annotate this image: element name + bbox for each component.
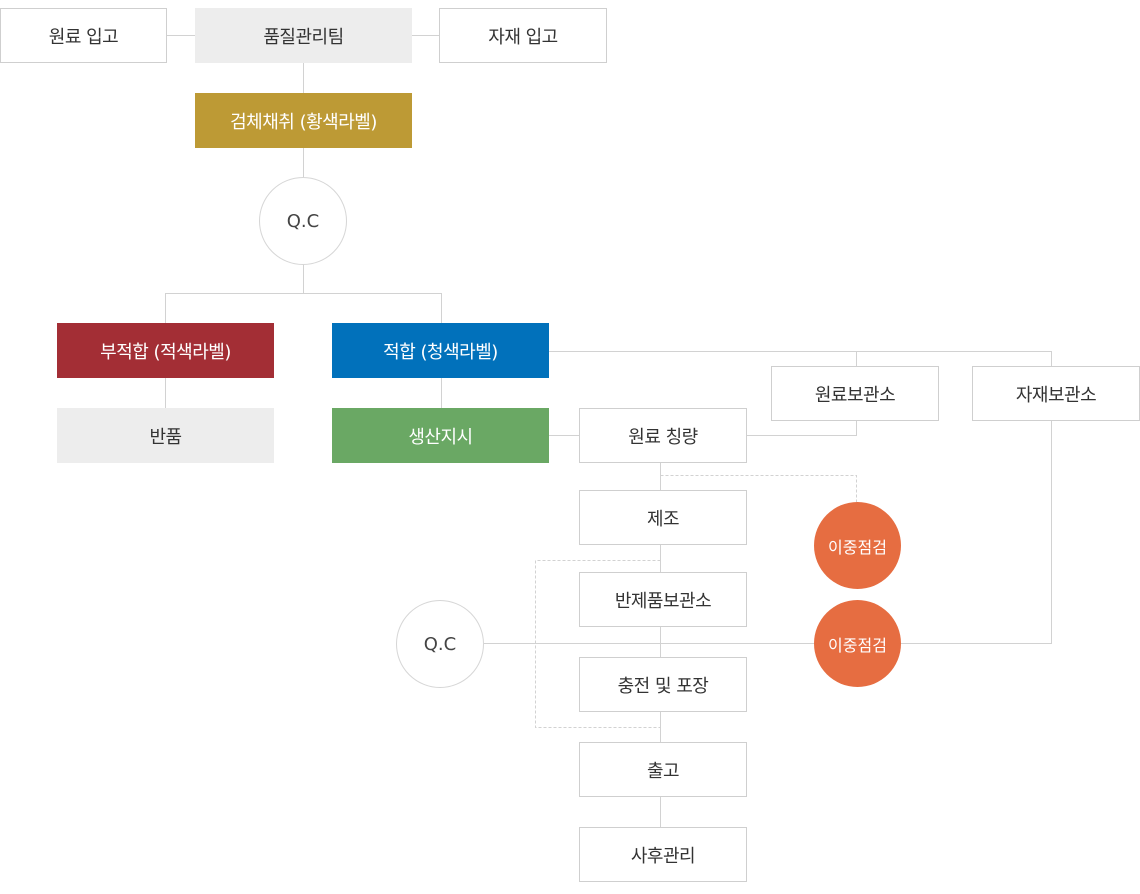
after-care-label: 사후관리 [630,845,696,867]
conforming-box: 적합 (청색라벨) [332,323,549,378]
double-check-label-2: 이중점검 [828,635,887,655]
production-order-label: 생산지시 [408,426,473,448]
sampling-label: 검체채취 (황색라벨) [230,111,377,133]
material-receiving-label: 자재 입고 [488,26,558,48]
raw-material-storage-box: 원료보관소 [771,366,939,421]
nonconforming-box: 부적합 (적색라벨) [57,323,274,378]
material-storage-box: 자재보관소 [972,366,1140,421]
filling-packing-label: 충전 및 포장 [617,675,709,697]
after-care-box: 사후관리 [579,827,747,882]
semi-product-storage-label: 반제품보관소 [614,590,712,612]
quality-team-label: 품질관리팀 [263,26,344,48]
shipping-box: 출고 [579,742,747,797]
qc-top-label: Q.C [286,210,320,232]
weighing-box: 원료 칭량 [579,408,747,463]
production-order-box: 생산지시 [332,408,549,463]
quality-team-box: 품질관리팀 [195,8,412,63]
double-check-circle-2: 이중점검 [814,600,901,687]
material-storage-label: 자재보관소 [1015,384,1097,406]
raw-material-receiving-box: 원료 입고 [0,8,167,63]
manufacturing-label: 제조 [646,508,680,530]
semi-product-storage-box: 반제품보관소 [579,572,747,627]
return-box: 반품 [57,408,274,463]
double-check-label-1: 이중점검 [828,537,887,557]
sampling-box: 검체채취 (황색라벨) [195,93,412,148]
double-check-circle-1: 이중점검 [814,502,901,589]
conforming-label: 적합 (청색라벨) [383,341,498,363]
filling-packing-box: 충전 및 포장 [579,657,747,712]
qc-bottom-label: Q.C [423,633,457,655]
shipping-label: 출고 [646,760,680,782]
qc-bottom-circle: Q.C [396,600,484,688]
nonconforming-label: 부적합 (적색라벨) [100,341,231,363]
material-receiving-box: 자재 입고 [439,8,607,63]
raw-material-storage-label: 원료보관소 [814,384,896,406]
raw-material-receiving-label: 원료 입고 [48,26,119,48]
return-label: 반품 [149,426,182,448]
qc-top-circle: Q.C [259,177,347,265]
weighing-label: 원료 칭량 [628,426,698,448]
manufacturing-box: 제조 [579,490,747,545]
